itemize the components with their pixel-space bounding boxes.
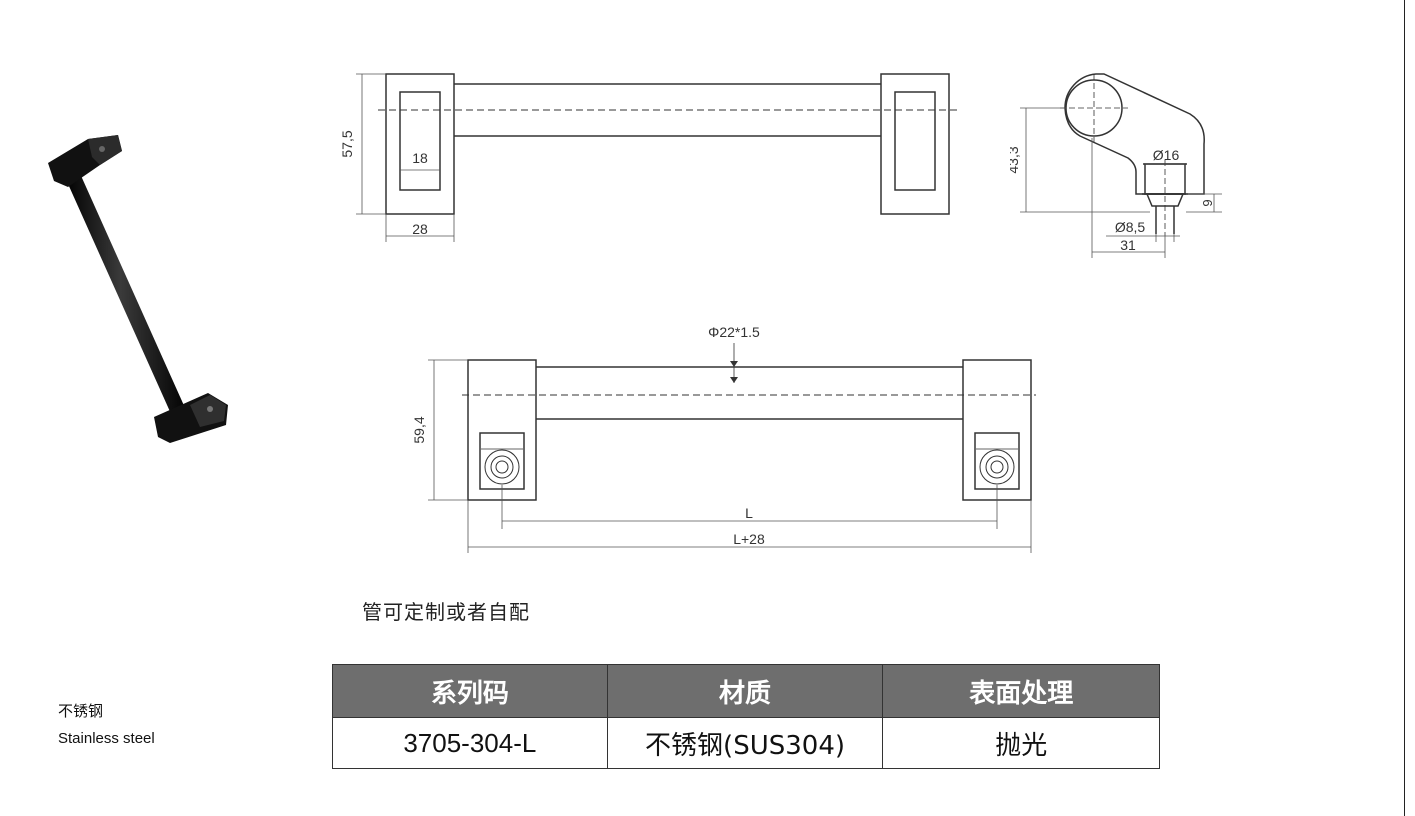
spec-table-header-row: 系列码 材质 表面处理 xyxy=(332,664,1160,718)
top-view-drawing: 57,5 18 28 xyxy=(340,73,960,242)
material-label-cn: 不锈钢 xyxy=(58,703,104,720)
front-view-drawing: Φ22*1.5 59,4 L L+28 xyxy=(411,324,1036,553)
top-inner-width-label: 18 xyxy=(412,150,428,166)
cell-material: 不锈钢(SUS304) xyxy=(607,717,884,769)
cell-surface-finish: 抛光 xyxy=(882,717,1160,769)
header-material: 材质 xyxy=(607,664,884,718)
top-block-width-label: 28 xyxy=(412,221,428,237)
front-length-label: L xyxy=(745,505,753,521)
product-image xyxy=(48,135,228,443)
spec-table: 系列码 材质 表面处理 3705-304-L 不锈钢(SUS304) 抛光 xyxy=(332,664,1160,769)
front-height-label: 59,4 xyxy=(411,416,427,443)
header-surface-finish: 表面处理 xyxy=(882,664,1160,718)
side-bolt-head-label: Ø16 xyxy=(1153,147,1180,163)
side-bolt-height-label: 9 xyxy=(1200,199,1215,206)
front-tube-label: Φ22*1.5 xyxy=(708,324,760,340)
side-view-drawing: 43,3 Ø16 9 Ø8,5 31 xyxy=(1010,73,1222,258)
material-label-en: Stainless steel xyxy=(58,730,155,747)
header-series-code: 系列码 xyxy=(332,664,608,718)
front-total-length-label: L+28 xyxy=(733,531,765,547)
side-height-label: 43,3 xyxy=(1010,146,1021,173)
page-border-line xyxy=(1404,0,1405,816)
customization-note: 管可定制或者自配 xyxy=(362,600,530,624)
top-height-label: 57,5 xyxy=(340,130,355,157)
cell-series-code: 3705-304-L xyxy=(332,717,608,769)
side-offset-label: 31 xyxy=(1120,237,1136,253)
table-row: 3705-304-L 不锈钢(SUS304) 抛光 xyxy=(332,717,1160,769)
side-bolt-shank-label: Ø8,5 xyxy=(1115,219,1146,235)
